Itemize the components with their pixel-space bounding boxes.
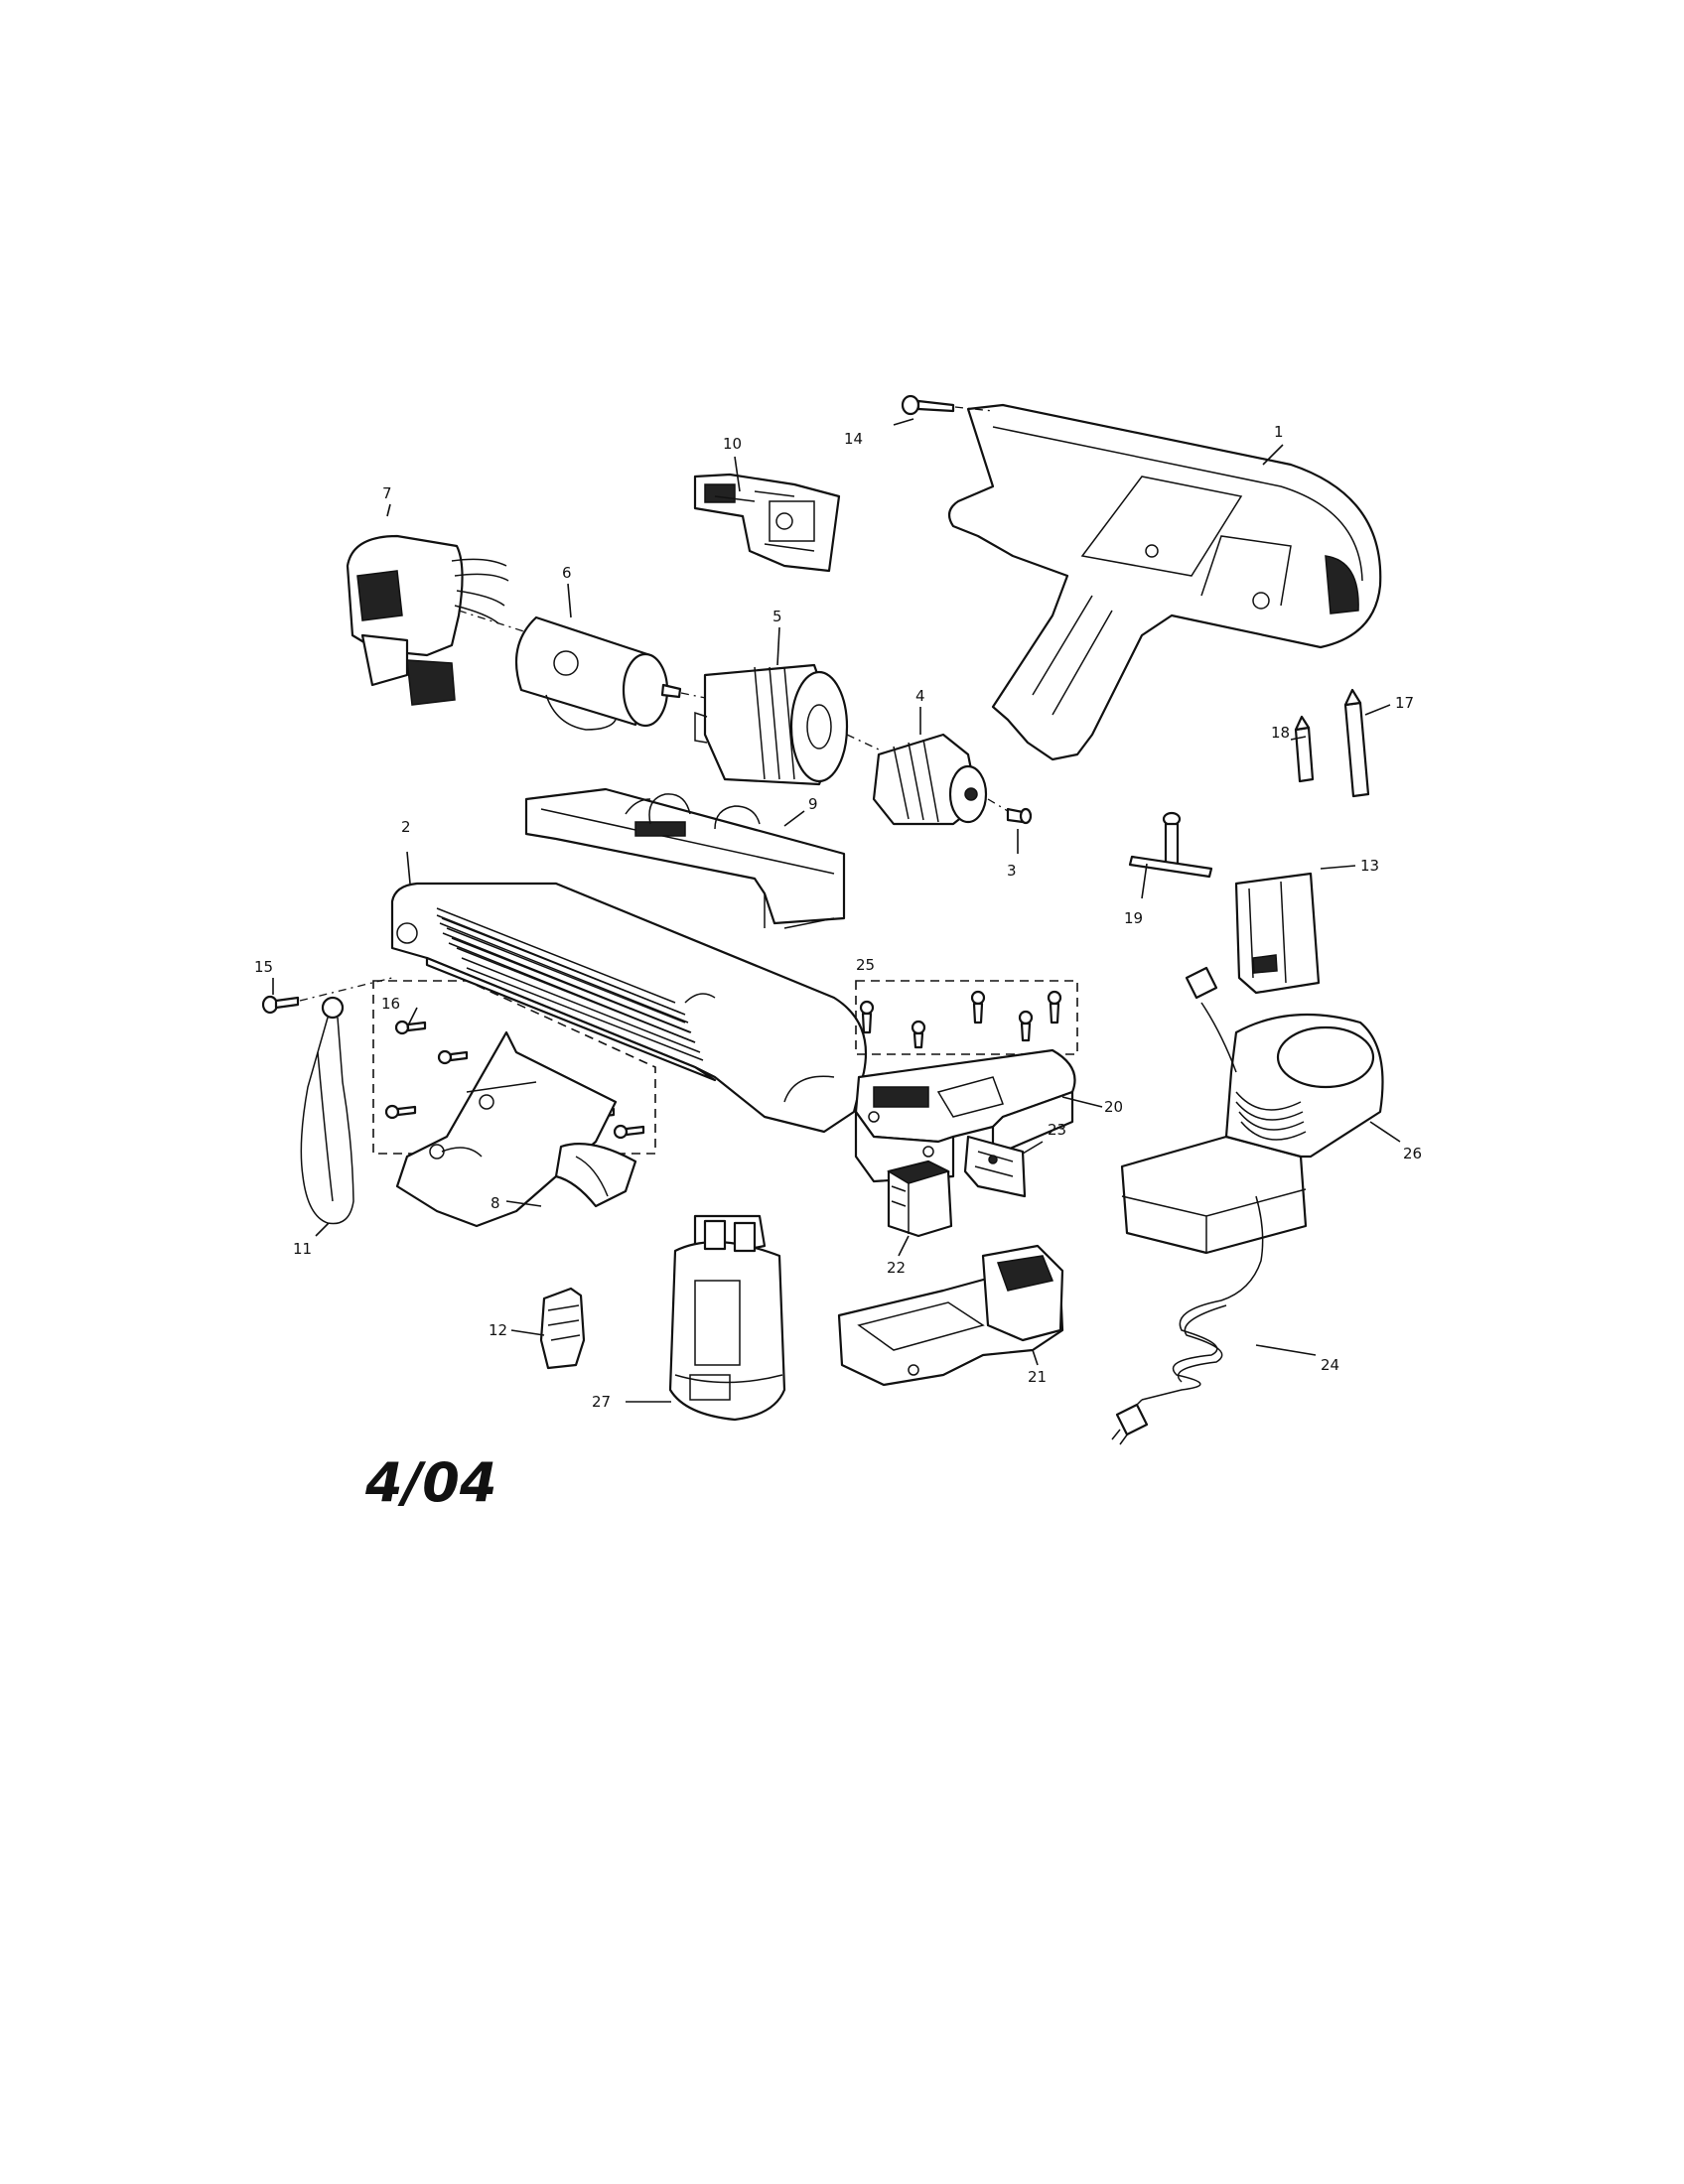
- part-label-8: 8: [491, 1194, 500, 1212]
- bit-holder: [1234, 872, 1321, 995]
- part-label-17: 17: [1395, 694, 1414, 712]
- gearbox: [694, 663, 880, 786]
- part-label-22: 22: [887, 1259, 906, 1277]
- charger-base-bottom: [837, 1244, 1064, 1387]
- screw-group-16: [372, 980, 656, 1155]
- part-label-12: 12: [489, 1321, 507, 1339]
- part-label-18: 18: [1271, 724, 1290, 742]
- wall-charger: [1120, 966, 1384, 1255]
- transformer: [887, 1160, 953, 1238]
- screw: [384, 1104, 417, 1120]
- part-label-14: 14: [844, 430, 863, 448]
- part-label-2: 2: [401, 818, 411, 836]
- charger-circuit-board: [963, 1135, 1027, 1198]
- trigger-cover: [554, 1143, 637, 1208]
- part-label-3: 3: [1007, 862, 1017, 880]
- part-label-19: 19: [1124, 909, 1143, 927]
- screw: [1018, 1010, 1034, 1042]
- part-labels: 1 2 3 4 5 6 7 8 9 10 11 12 13 14 15 16 1…: [254, 423, 1422, 1411]
- part-label-4: 4: [915, 687, 925, 705]
- part-label-15: 15: [254, 958, 273, 976]
- part-label-11: 11: [293, 1240, 312, 1258]
- date-code: 4/04: [365, 1451, 497, 1514]
- screw: [911, 1020, 926, 1049]
- screw: [970, 990, 986, 1024]
- screw: [613, 1124, 645, 1140]
- part-label-13: 13: [1360, 857, 1379, 875]
- part-label-10: 10: [723, 435, 742, 453]
- housing-half-left: [947, 403, 1382, 761]
- leader-lines: [272, 418, 1401, 1403]
- motor: [514, 615, 716, 731]
- part-label-25: 25: [856, 956, 875, 974]
- part-label-27: 27: [592, 1393, 611, 1411]
- screw: [394, 1020, 427, 1035]
- battery-pack: [668, 1214, 786, 1422]
- battery-terminal-assembly: [524, 787, 846, 929]
- part-label-16: 16: [381, 995, 400, 1013]
- screwdriver-bit-long: [1343, 688, 1370, 798]
- screw: [437, 1049, 469, 1065]
- screw: [1047, 990, 1062, 1024]
- part-label-24: 24: [1321, 1356, 1339, 1374]
- housing-screw: [901, 394, 994, 416]
- switch-assembly: [346, 534, 537, 706]
- part-label-7: 7: [382, 484, 392, 502]
- trigger: [539, 1287, 586, 1370]
- lanyard-screw: [261, 977, 393, 1015]
- screwdriver-bit-short: [1294, 715, 1315, 783]
- part-label-26: 26: [1403, 1145, 1422, 1162]
- part-label-21: 21: [1028, 1368, 1047, 1386]
- housing-half-right: [390, 882, 868, 1134]
- part-label-23: 23: [1048, 1121, 1066, 1139]
- chuck-screw: [1006, 807, 1033, 825]
- screw-group-25: [855, 980, 1078, 1055]
- part-label-5: 5: [772, 608, 782, 625]
- charger-base-top: [854, 1048, 1076, 1183]
- chuck: [872, 733, 1014, 826]
- screw: [859, 1000, 875, 1034]
- wrist-strap: [300, 996, 354, 1225]
- chuck-key: [1128, 811, 1213, 879]
- power-cord: [1111, 1195, 1264, 1445]
- part-label-20: 20: [1104, 1098, 1123, 1116]
- part-label-9: 9: [808, 795, 818, 813]
- part-label-6: 6: [562, 564, 572, 582]
- circuit-board: [693, 473, 841, 573]
- handle-grip: [395, 1030, 618, 1228]
- part-label-1: 1: [1274, 423, 1284, 441]
